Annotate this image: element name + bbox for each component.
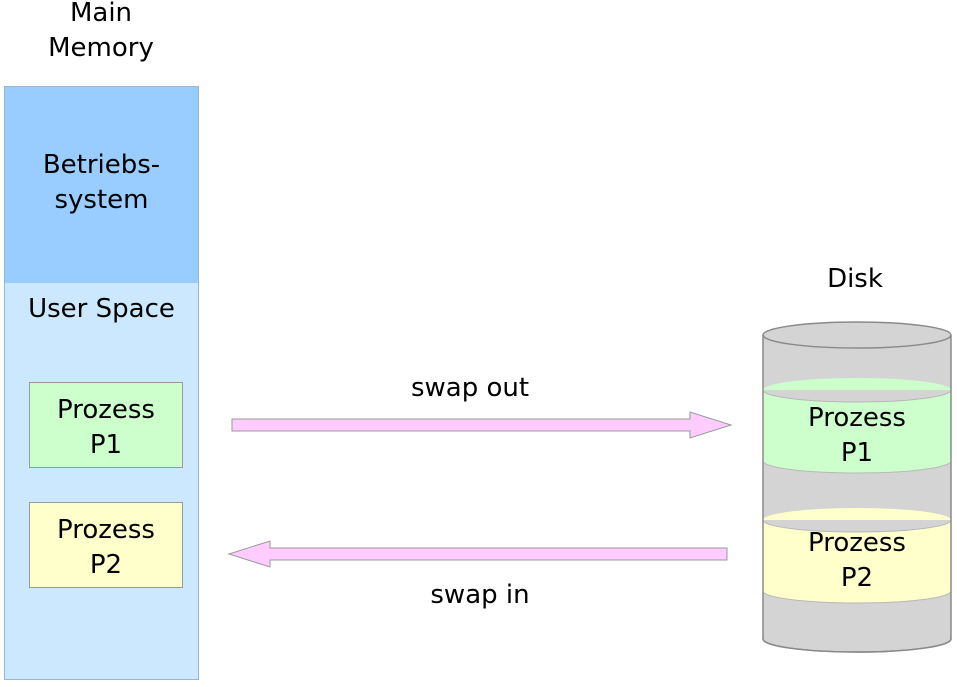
os-label-line1: Betriebs-	[42, 150, 161, 180]
disk-band-edge-3	[762, 519, 952, 533]
memory-process-p1-line1: Prozess	[57, 395, 155, 425]
operating-system-region	[5, 87, 198, 283]
os-label-line2: system	[54, 185, 149, 215]
main-memory-title-line1: Main	[69, 0, 133, 28]
memory-process-p1-line2: P1	[89, 430, 123, 460]
memory-process-p2-line2: P2	[89, 550, 123, 580]
disk-process-p1-band-top	[763, 378, 951, 390]
disk-outline	[762, 335, 952, 653]
disk-process-p2-label: Prozess P2	[763, 526, 951, 596]
memory-process-p2: Prozess P2	[29, 502, 183, 588]
memory-process-p1: Prozess P1	[29, 382, 183, 468]
disk-process-p2-line2: P2	[840, 563, 874, 593]
disk-top	[762, 321, 952, 349]
disk-process-p1-line1: Prozess	[808, 403, 906, 433]
disk-process-p1-band	[763, 390, 951, 473]
swap-in-label: swap in	[430, 580, 530, 610]
operating-system-label: Betriebs- system	[5, 148, 198, 218]
disk-process-p1-line2: P1	[840, 438, 874, 468]
swap-out-arrow	[231, 411, 733, 439]
disk-process-p2-band-top	[763, 508, 951, 520]
disk-process-p1-label: Prozess P1	[763, 401, 951, 471]
disk-title: Disk	[827, 264, 883, 294]
memory-process-p2-label: Prozess P2	[30, 513, 182, 583]
disk-band-edge-2	[762, 460, 952, 474]
main-memory-column	[4, 86, 199, 680]
main-memory-title-line2: Memory	[48, 33, 154, 63]
disk-band-edge-1	[762, 389, 952, 403]
disk-process-p2-band	[763, 520, 951, 603]
swap-out-label: swap out	[410, 373, 530, 403]
memory-process-p1-label: Prozess P1	[30, 393, 182, 463]
main-memory-title: Main Memory	[0, 0, 202, 66]
user-space-label: User Space	[28, 294, 175, 324]
user-space-region	[5, 283, 198, 679]
swap-in-arrow	[227, 540, 728, 568]
disk-process-p2-line1: Prozess	[808, 528, 906, 558]
disk-band-edge-4	[762, 590, 952, 604]
memory-process-p2-line1: Prozess	[57, 515, 155, 545]
